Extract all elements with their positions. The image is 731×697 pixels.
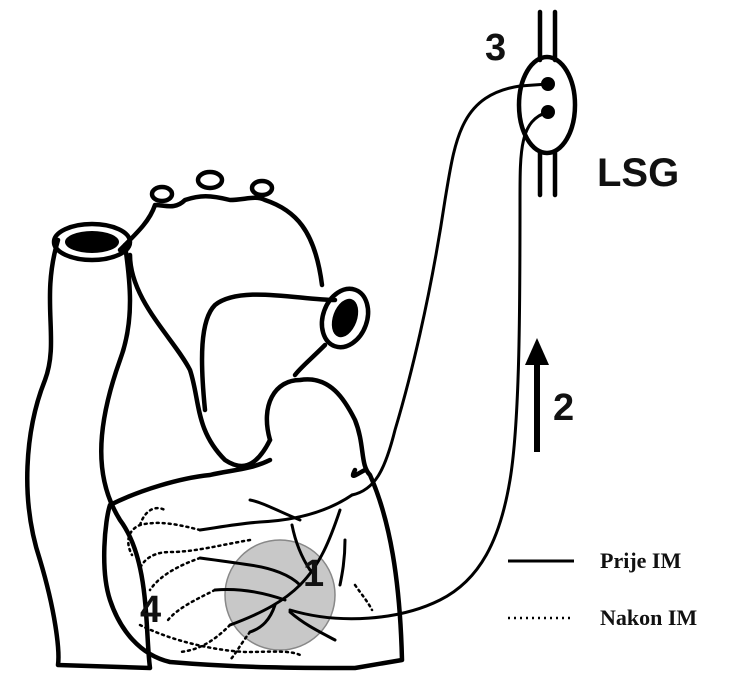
label-3: 3: [485, 27, 506, 69]
label-lsg: LSG: [597, 151, 679, 195]
legend-after-label: Nakon IM: [600, 605, 697, 630]
arrow-up-icon: [525, 338, 549, 452]
ganglion-neuron-lower: [541, 105, 555, 119]
label-1: 1: [303, 553, 324, 595]
label-2: 2: [553, 387, 574, 429]
label-4: 4: [140, 589, 161, 631]
stellate-ganglion: [519, 12, 575, 195]
atrium: [120, 172, 322, 285]
legend-before-label: Prije IM: [600, 548, 681, 573]
ganglion-neuron-upper: [541, 77, 555, 91]
aorta: [130, 255, 376, 466]
legend: Prije IM Nakon IM: [508, 548, 697, 630]
vena-cava: [27, 224, 150, 668]
